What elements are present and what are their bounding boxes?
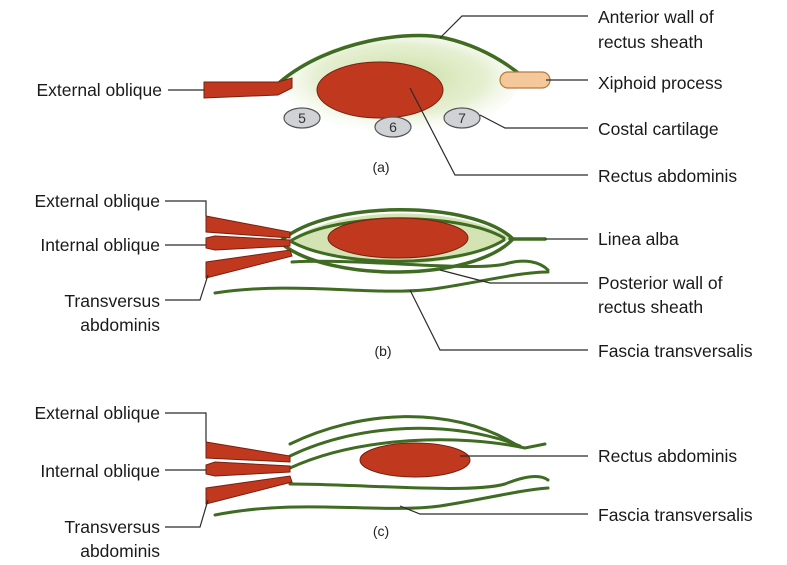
caption-c: (c) [373, 523, 389, 539]
panel-c: External oblique Internal oblique Transv… [35, 403, 753, 561]
label-rectus-abdominis-a: Rectus abdominis [598, 166, 737, 186]
rectus-abdominis-muscle-b [328, 218, 468, 258]
internal-oblique-muscle-b [206, 236, 290, 250]
caption-b: (b) [374, 343, 391, 359]
cartilage-number-7: 7 [458, 110, 466, 126]
label-internal-oblique-c: Internal oblique [40, 461, 160, 481]
label-costal-cartilage: Costal cartilage [598, 119, 719, 139]
external-oblique-muscle-b [206, 216, 290, 238]
internal-oblique-muscle-c [206, 462, 290, 476]
label-linea-alba: Linea alba [598, 229, 679, 249]
label-external-oblique-a: External oblique [37, 80, 163, 100]
label-fascia-transversalis-c: Fascia transversalis [598, 505, 753, 525]
cartilage-number-6: 6 [389, 119, 397, 135]
cartilage-number-5: 5 [298, 110, 306, 126]
fascia-transversalis-c [215, 488, 548, 515]
label-posterior-wall-line2: rectus sheath [598, 297, 703, 317]
label-transversus-c-line1: Transversus [64, 517, 160, 537]
leader-anterior-wall [440, 16, 588, 38]
label-transversus-b-line2: abdominis [80, 315, 160, 335]
label-transversus-c-line2: abdominis [80, 541, 160, 561]
transversus-muscle-c [206, 476, 292, 504]
label-external-oblique-b: External oblique [35, 191, 161, 211]
leader-costal [480, 115, 588, 128]
label-fascia-transversalis-b: Fascia transversalis [598, 341, 753, 361]
external-oblique-muscle-c [206, 442, 290, 462]
label-xiphoid-process: Xiphoid process [598, 73, 723, 93]
label-external-oblique-c: External oblique [35, 403, 161, 423]
leader-external-oblique-b [165, 201, 206, 216]
leader-transversus-b [165, 275, 208, 300]
leader-external-oblique-c [165, 413, 206, 442]
label-posterior-wall-line1: Posterior wall of [598, 273, 723, 293]
label-internal-oblique-b: Internal oblique [40, 235, 160, 255]
label-anterior-wall-line2: rectus sheath [598, 32, 703, 52]
rectus-abdominis-muscle-c [360, 443, 470, 477]
leader-transversus-c [165, 500, 208, 527]
xiphoid-process-shape [500, 72, 550, 88]
label-rectus-abdominis-c: Rectus abdominis [598, 446, 737, 466]
leader-fascia-b [410, 290, 588, 350]
caption-a: (a) [372, 159, 389, 175]
label-transversus-b-line1: Transversus [64, 291, 160, 311]
rectus-abdominis-muscle-a [317, 62, 443, 118]
label-anterior-wall-line1: Anterior wall of [598, 7, 714, 27]
panel-b: External oblique Internal oblique Transv… [35, 191, 753, 361]
posterior-layer-c [290, 477, 548, 489]
panel-a: 5 6 7 Anterior wall of rectus sheath Xip… [37, 7, 738, 186]
transversus-muscle-b [206, 250, 292, 278]
